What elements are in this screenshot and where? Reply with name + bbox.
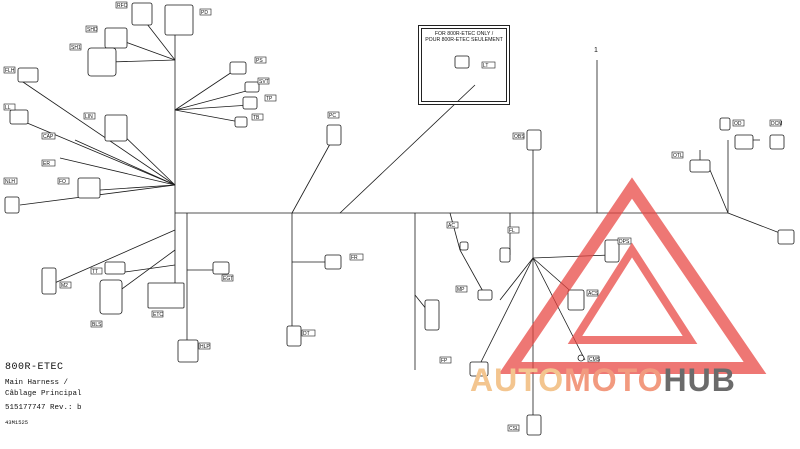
tag-ACS: ACS <box>588 291 599 297</box>
model-title: 800R-ETEC <box>5 362 64 373</box>
tag-MP: MP <box>457 287 465 293</box>
tag-BLS: BLS <box>92 322 102 328</box>
title-block: 800R-ETEC Main Harness / Câblage Princip… <box>5 362 82 426</box>
only-box-line2: POUR 800R-ETEC SEULEMENT <box>425 37 503 43</box>
tag-HLP: HLP <box>200 344 210 350</box>
tag-LL: LL <box>5 105 11 111</box>
tag-DT: DT <box>303 331 310 337</box>
tag-DPS: DPS <box>619 239 630 245</box>
tag-PS: PS <box>256 58 263 64</box>
part-number: 515177747 Rev.: b <box>5 404 82 412</box>
tag-FLH: FLH <box>5 68 15 74</box>
tag-FO: FO <box>59 179 66 185</box>
brand-hub: HUB <box>663 362 736 398</box>
harness-name-fr: Câblage Principal <box>5 390 82 398</box>
tag-OD: OD <box>734 121 742 127</box>
tag-AC: AC <box>448 223 455 229</box>
tag-DCM: DCM <box>771 121 782 127</box>
tag-CAP: CAP <box>43 134 54 140</box>
tag-TB: TB <box>253 115 260 121</box>
tag-PD: PD <box>201 10 208 16</box>
tag-CSL: CSL <box>509 426 519 432</box>
connector-shapes <box>4 2 795 436</box>
tag-TT: TT <box>92 269 98 275</box>
harness-name-en: Main Harness / <box>5 379 69 387</box>
tag-SVT: SVT <box>259 79 269 85</box>
brand-auto: AUTO <box>470 362 565 398</box>
connector-tag-boxes <box>3 1 782 432</box>
tag-FL: FL <box>509 228 515 234</box>
tag-CMS: CMS <box>589 357 601 363</box>
tag-RFO: RFO <box>117 3 128 9</box>
watermark-brand: AUTOMOTOHUB <box>470 362 736 399</box>
tag-OTL: OTL <box>673 153 683 159</box>
tag-TP: TP <box>266 96 273 102</box>
etec-only-box: FOR 800R-ETEC ONLY / POUR 800R-ETEC SEUL… <box>418 25 510 105</box>
tag-SH1: SH1 <box>71 45 81 51</box>
tag-EGT: EGT <box>223 276 233 282</box>
tag-LT: LT <box>483 63 488 69</box>
tag-OBS: OBS <box>514 134 525 140</box>
tag-NLH: NLH <box>5 179 15 185</box>
tag-PC: PC <box>329 113 336 119</box>
connector-tag-labels: RFO SHD SH1 FLH LL LIN CAP ER FO NLH M2 … <box>5 3 782 432</box>
tag-ETC: ETC <box>153 312 163 318</box>
tag-FR: FR <box>351 255 358 261</box>
tag-LIN: LIN <box>85 114 93 120</box>
callout-number: 1 <box>594 47 598 54</box>
illustration-id: 43M1525 <box>5 419 29 426</box>
tag-ER: ER <box>43 161 50 167</box>
only-box-line1: FOR 800R-ETEC ONLY / <box>434 31 494 37</box>
brand-moto: MOTO <box>564 362 664 398</box>
tag-FP: FP <box>441 358 448 364</box>
tag-M2: M2 <box>61 283 68 289</box>
tag-SHD: SHD <box>87 27 98 33</box>
watermark-logo <box>498 177 767 374</box>
